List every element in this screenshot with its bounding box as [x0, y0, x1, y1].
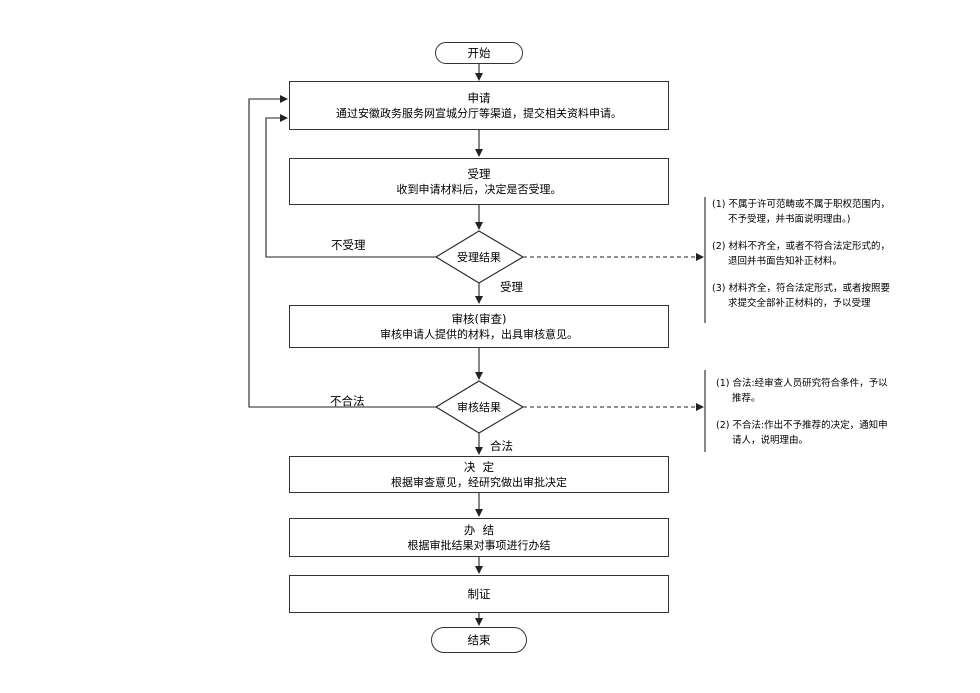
accept-note-2-line1: (2) 材料不齐全，或者不符合法定形式的，: [712, 241, 890, 252]
decide-step: 决 定 根据审查意见，经研究做出审批决定: [289, 456, 669, 493]
review-result-diamond: [434, 380, 525, 434]
apply-desc: 通过安徽政务服务网宣城分厅等渠道，提交相关资料申请。: [336, 106, 622, 120]
decide-title: 决 定: [463, 459, 495, 474]
accept-note-1-line2: 不予受理，并书面说明理由。): [728, 214, 851, 225]
complete-step: 办 结 根据审批结果对事项进行办结: [289, 518, 669, 557]
accept-note-1: (1) 不属于许可范畴或不属于职权范围内， 不予受理，并书面说明理由。): [712, 197, 917, 227]
end-terminal: 结束: [431, 627, 527, 653]
end-label: 结束: [467, 633, 491, 647]
accept-title: 受理: [467, 166, 491, 181]
accept-note-3-line1: (3) 材料齐全，符合法定形式，或者按照要: [712, 283, 890, 294]
review-note-2-line1: (2) 不合法:作出不予推荐的决定，通知申: [716, 420, 888, 431]
review-step: 审核(审查) 审核申请人提供的材料，出具审核意见。: [289, 305, 669, 348]
edge-not-accepted-loop: [265, 114, 436, 258]
accept-note-3: (3) 材料齐全，符合法定形式，或者按照要 求提交全部补正材料的，予以受理: [712, 281, 917, 311]
certify-title: 制证: [467, 587, 491, 601]
legal-label: 合法: [490, 439, 513, 453]
accept-desc: 收到申请材料后，决定是否受理。: [396, 182, 562, 196]
complete-title: 办 结: [463, 522, 495, 537]
accept-result-label: 受理结果: [457, 251, 501, 264]
accepted-label: 受理: [500, 280, 523, 294]
review-note-2-line2: 请人，说明理由。: [732, 435, 809, 446]
review-note-1-line1: (1) 合法:经审查人员研究符合条件，予以: [716, 378, 888, 389]
review-title: 审核(审查): [451, 311, 507, 326]
start-terminal: 开始: [435, 42, 523, 64]
review-desc: 审核申请人提供的材料，出具审核意见。: [380, 327, 578, 341]
illegal-label: 不合法: [330, 394, 365, 408]
apply-title: 申请: [467, 90, 491, 105]
accept-result-diamond: [434, 230, 525, 284]
not-accepted-label: 不受理: [331, 238, 366, 252]
review-notes: (1) 合法:经审查人员研究符合条件，予以 推荐。 (2) 不合法:作出不予推荐…: [716, 376, 916, 460]
accept-note-3-line2: 求提交全部补正材料的，予以受理: [728, 298, 871, 309]
edge-illegal-loop: [248, 95, 436, 408]
review-note-2: (2) 不合法:作出不予推荐的决定，通知申 请人，说明理由。: [716, 418, 916, 448]
apply-step: 申请 通过安徽政务服务网宣城分厅等渠道，提交相关资料申请。: [289, 81, 669, 130]
accept-note-2: (2) 材料不齐全，或者不符合法定形式的， 退回并书面告知补正材料。: [712, 239, 917, 269]
accept-notes: (1) 不属于许可范畴或不属于职权范围内， 不予受理，并书面说明理由。) (2)…: [712, 197, 917, 323]
decide-desc: 根据审查意见，经研究做出审批决定: [391, 475, 567, 489]
complete-desc: 根据审批结果对事项进行办结: [407, 538, 551, 552]
accept-note-2-line2: 退回并书面告知补正材料。: [728, 256, 843, 267]
review-note-1-line2: 推荐。: [732, 393, 761, 404]
review-result-label: 审核结果: [457, 401, 501, 414]
start-label: 开始: [467, 46, 491, 60]
accept-note-1-line1: (1) 不属于许可范畴或不属于职权范围内，: [712, 199, 890, 210]
review-note-1: (1) 合法:经审查人员研究符合条件，予以 推荐。: [716, 376, 916, 406]
accept-step: 受理 收到申请材料后，决定是否受理。: [289, 158, 669, 205]
certify-step: 制证: [289, 575, 669, 613]
